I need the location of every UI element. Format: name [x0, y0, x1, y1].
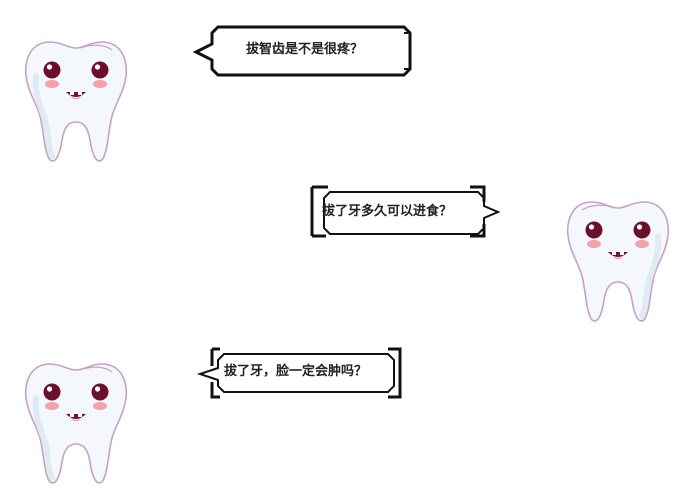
tooth-illustration [24, 363, 128, 484]
bubble-text: 拔了牙，脸一定会肿吗？ [224, 364, 368, 379]
bubble-text: 拔智齿是不是很疼？ [246, 42, 364, 57]
speech-bubble: 拔智齿是不是很疼？ [192, 24, 416, 78]
bubble-text: 拔了牙多久可以进食？ [322, 204, 453, 219]
tooth-illustration [24, 41, 128, 162]
speech-bubble: 拔了牙多久可以进食？ [308, 184, 504, 240]
speech-bubble-icon [310, 185, 501, 238]
tooth-character-icon [562, 196, 674, 326]
tooth-character-icon [20, 36, 132, 164]
tooth-character-icon [20, 358, 132, 488]
speech-bubble: 拔了牙，脸一定会肿吗？ [192, 346, 404, 400]
speech-bubble-icon [196, 347, 402, 399]
speech-bubble-icon [192, 25, 412, 77]
tooth-illustration [566, 201, 670, 322]
